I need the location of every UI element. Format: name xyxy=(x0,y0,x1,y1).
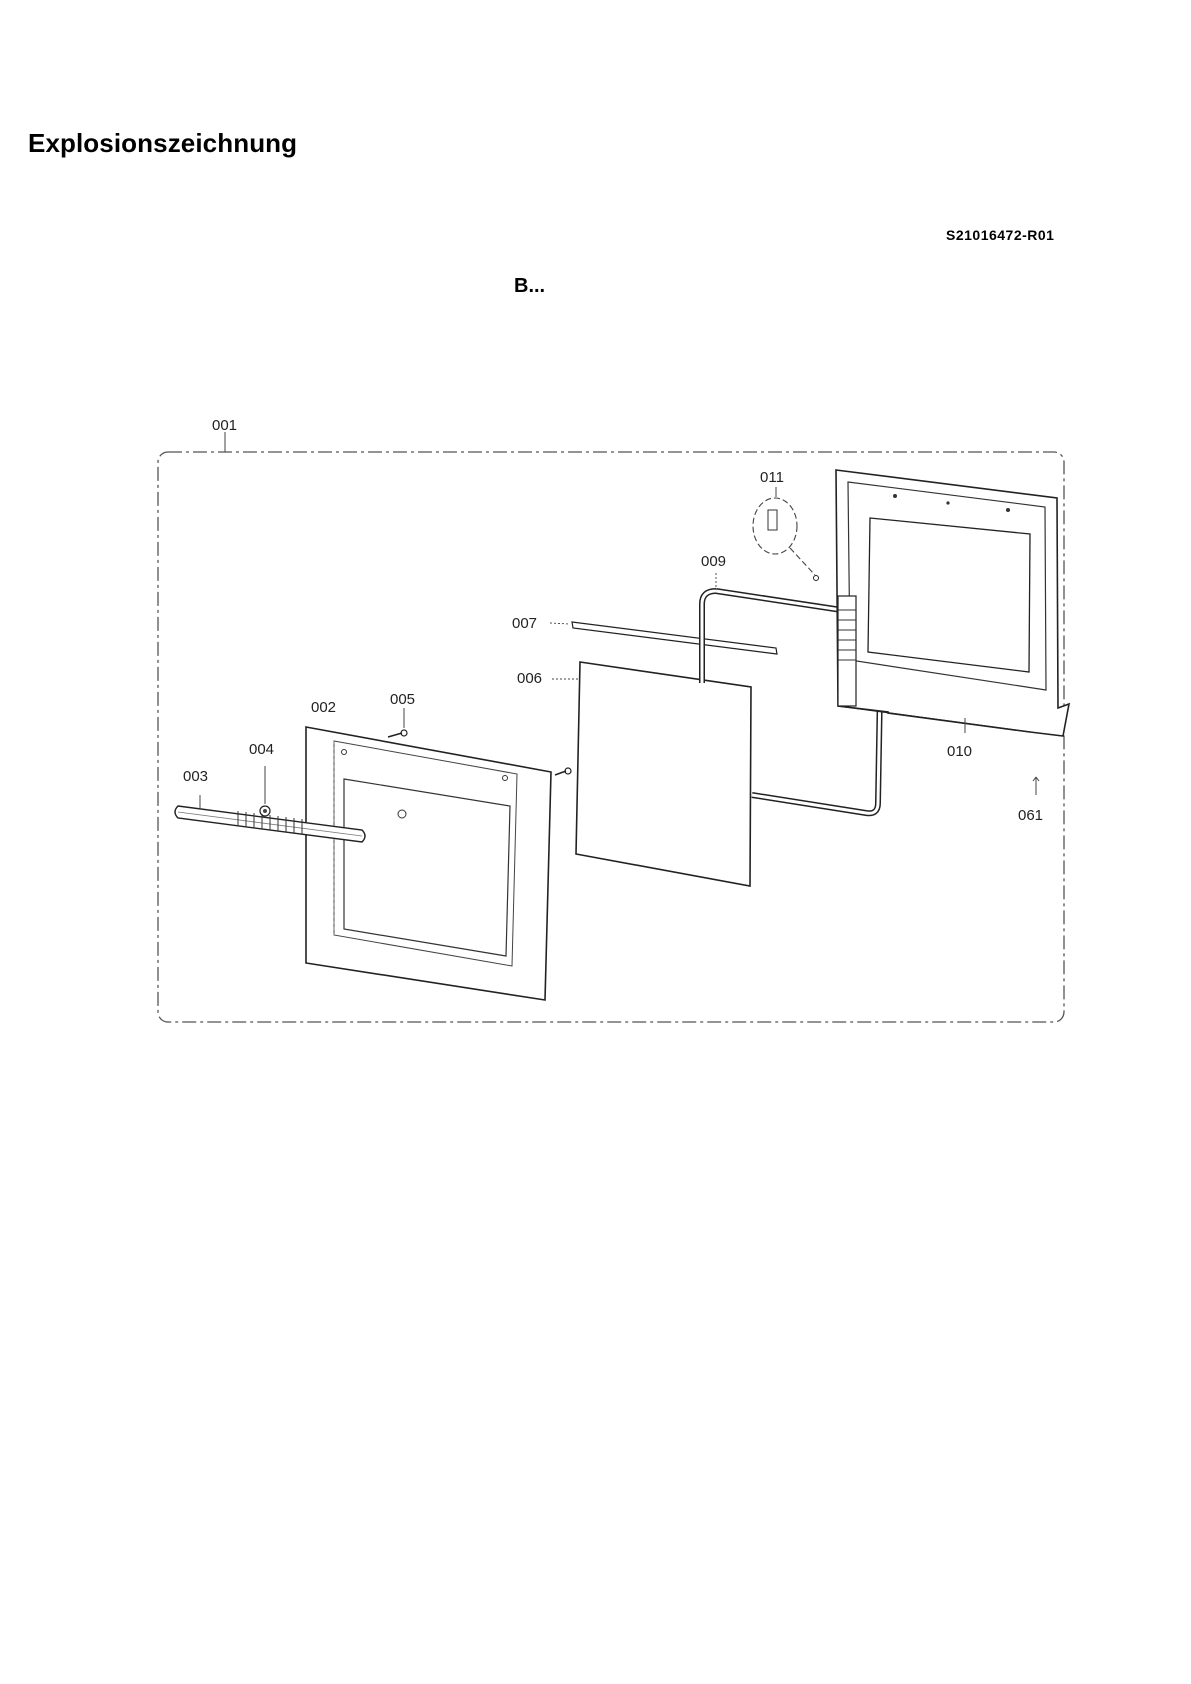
washer-part xyxy=(259,766,271,817)
strip-rod xyxy=(549,621,778,655)
screw-part xyxy=(387,708,408,738)
detail-bubble xyxy=(752,487,819,581)
callout-009: 009 xyxy=(701,553,726,570)
callout-010: 010 xyxy=(947,743,972,760)
door-handle xyxy=(174,795,366,843)
assembly-boundary xyxy=(157,432,1065,1023)
foot-part xyxy=(1032,776,1040,795)
callout-005: 005 xyxy=(390,691,415,708)
side-screw xyxy=(554,767,572,776)
callout-007: 007 xyxy=(512,615,537,632)
page-title: Explosionszeichnung xyxy=(28,128,298,158)
callout-011: 011 xyxy=(760,469,784,486)
model-label: B... xyxy=(514,275,546,297)
inner-glass-panel xyxy=(552,661,752,887)
callout-001: 001 xyxy=(212,417,237,434)
callout-002: 002 xyxy=(311,699,336,716)
drawing-code: S21016472-R01 xyxy=(946,227,1055,243)
outer-glass-panel xyxy=(305,726,552,1001)
callout-004: 004 xyxy=(249,741,274,758)
inner-door-frame xyxy=(835,469,1071,737)
callout-061: 061 xyxy=(1018,807,1043,824)
callout-003: 003 xyxy=(183,768,208,785)
callout-006: 006 xyxy=(517,670,542,687)
